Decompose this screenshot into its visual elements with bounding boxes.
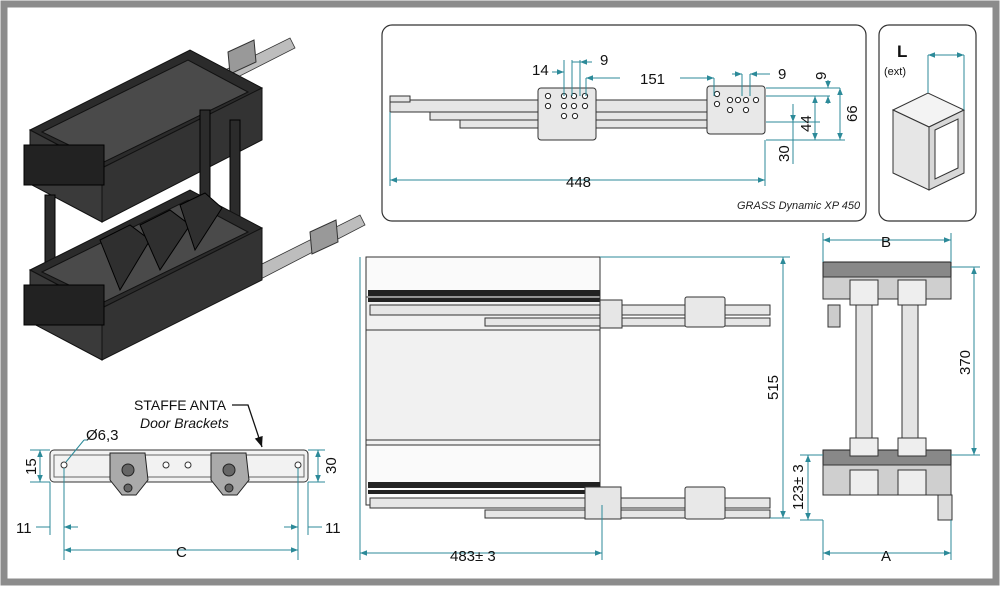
- dim-diameter: Ø6,3: [86, 427, 119, 444]
- model-label: GRASS Dynamic XP 450: [737, 200, 861, 212]
- door-bracket-drawing: [49, 449, 309, 496]
- mounting-hole: [752, 96, 760, 104]
- mounting-hole: [560, 102, 568, 110]
- dim-B: B: [881, 234, 891, 251]
- product-3d-view: [23, 37, 366, 361]
- side-view-dimensions: [800, 233, 980, 560]
- dim-44: 44: [798, 115, 815, 132]
- dim-L-ext: (ext): [884, 66, 906, 78]
- mounting-hole: [581, 102, 589, 110]
- bracket-label-en: Door Brackets: [140, 415, 229, 431]
- mounting-hole: [734, 96, 742, 104]
- dim-30: 30: [776, 145, 793, 162]
- left-bracket-holes: [544, 92, 589, 120]
- mounting-hole: [544, 102, 552, 110]
- dim-C: C: [176, 544, 187, 561]
- dim-123: 123± 3: [790, 464, 807, 510]
- dim-15: 15: [23, 458, 40, 475]
- dim-9-left: 9: [600, 52, 608, 69]
- side-view-drawing: [822, 261, 953, 521]
- mounting-hole: [571, 112, 579, 120]
- mounting-hole: [726, 106, 734, 114]
- dim-11-right: 11: [325, 520, 341, 537]
- door-bracket-dimensions: [30, 439, 325, 560]
- dim-9-right: 9: [778, 66, 786, 83]
- mounting-hole: [581, 92, 589, 100]
- dim-370: 370: [957, 350, 974, 375]
- cabinet-box-icon: [891, 52, 966, 191]
- mounting-hole: [742, 106, 750, 114]
- slide-detail-drawing: [389, 85, 766, 141]
- right-bracket-holes: [713, 90, 760, 114]
- dim-L: L: [897, 42, 907, 61]
- mounting-hole: [544, 92, 552, 100]
- dim-14: 14: [532, 62, 549, 79]
- dim-bracket-30: 30: [323, 457, 340, 474]
- dim-11-left: 11: [16, 520, 32, 537]
- dim-151: 151: [640, 71, 665, 88]
- dim-66: 66: [844, 105, 861, 122]
- dim-515: 515: [765, 375, 782, 400]
- mounting-hole: [560, 112, 568, 120]
- bracket-label-it: STAFFE ANTA: [134, 397, 227, 413]
- dim-9-vertical: 9: [813, 72, 830, 80]
- mounting-hole: [570, 102, 578, 110]
- front-view-dimensions: [359, 256, 790, 560]
- dim-A: A: [881, 548, 891, 565]
- dim-483: 483± 3: [450, 548, 496, 565]
- front-view-drawing: [365, 256, 771, 520]
- mounting-hole: [726, 96, 734, 104]
- dim-448: 448: [566, 174, 591, 191]
- mounting-hole: [742, 96, 750, 104]
- bracket-leader-arrow: [232, 404, 263, 448]
- slide-dimensions: [389, 59, 845, 186]
- mounting-hole: [570, 92, 578, 100]
- mounting-hole: [713, 100, 721, 108]
- mounting-hole: [713, 90, 721, 98]
